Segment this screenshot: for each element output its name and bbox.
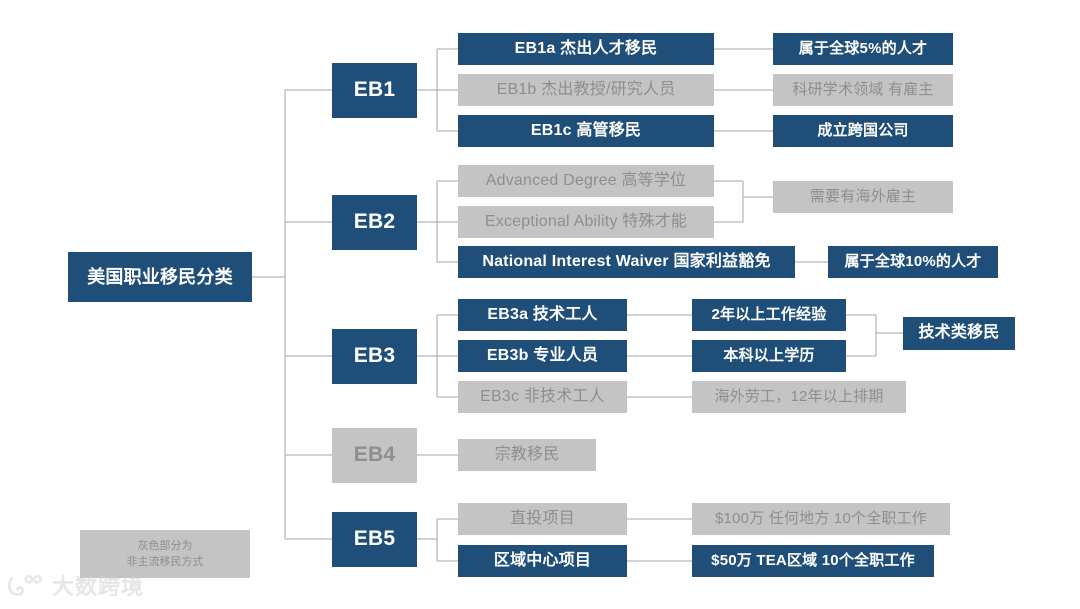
legend-note: 灰色部分为 非主流移民方式 xyxy=(80,530,250,578)
detail-node-eb1a[interactable]: 属于全球5%的人才 xyxy=(773,33,953,65)
child-node-eb5-regional-center[interactable]: 区域中心项目 xyxy=(458,545,627,577)
branch-node-eb2[interactable]: EB2 xyxy=(332,195,417,250)
watermark: 大数跨境 xyxy=(8,569,144,601)
logo-mark-icon xyxy=(8,574,42,596)
child-node-eb1c[interactable]: EB1c 高管移民 xyxy=(458,115,714,147)
child-node-eb3a[interactable]: EB3a 技术工人 xyxy=(458,299,627,331)
branch-node-eb3[interactable]: EB3 xyxy=(332,329,417,384)
child-node-eb2-niw[interactable]: National Interest Waiver 国家利益豁免 xyxy=(458,246,795,278)
branch-node-eb5[interactable]: EB5 xyxy=(332,512,417,567)
watermark-text: 大数跨境 xyxy=(52,574,145,599)
detail-node-eb5-regional-center[interactable]: $50万 TEA区域 10个全职工作 xyxy=(692,545,934,577)
legend-line-2: 非主流移民方式 xyxy=(126,556,204,568)
detail-node-eb3-merged[interactable]: 技术类移民 xyxy=(903,317,1015,350)
child-node-eb2-exceptional-ability[interactable]: Exceptional Ability 特殊才能 xyxy=(458,206,714,238)
root-node[interactable]: 美国职业移民分类 xyxy=(68,252,252,302)
detail-node-eb3b[interactable]: 本科以上学历 xyxy=(692,340,846,372)
child-node-eb2-advanced-degree[interactable]: Advanced Degree 高等学位 xyxy=(458,165,714,197)
child-node-eb5-direct[interactable]: 直投项目 xyxy=(458,503,627,535)
detail-node-eb2-shared[interactable]: 需要有海外雇主 xyxy=(773,181,953,213)
child-node-eb1b[interactable]: EB1b 杰出教授/研究人员 xyxy=(458,74,714,106)
branch-node-eb4[interactable]: EB4 xyxy=(332,428,417,483)
child-node-eb4-religious[interactable]: 宗教移民 xyxy=(458,439,596,471)
branch-node-eb1[interactable]: EB1 xyxy=(332,63,417,118)
detail-node-eb3c[interactable]: 海外劳工，12年以上排期 xyxy=(692,381,906,413)
child-node-eb3b[interactable]: EB3b 专业人员 xyxy=(458,340,627,372)
detail-node-eb5-direct[interactable]: $100万 任何地方 10个全职工作 xyxy=(692,503,950,535)
detail-node-eb1b[interactable]: 科研学术领域 有雇主 xyxy=(773,74,953,106)
legend-line-1: 灰色部分为 xyxy=(137,539,193,552)
detail-node-eb3a[interactable]: 2年以上工作经验 xyxy=(692,299,846,331)
detail-node-eb1c[interactable]: 成立跨国公司 xyxy=(773,115,953,147)
detail-node-eb2-niw[interactable]: 属于全球10%的人才 xyxy=(828,246,998,278)
child-node-eb3c[interactable]: EB3c 非技术工人 xyxy=(458,381,627,413)
child-node-eb1a[interactable]: EB1a 杰出人才移民 xyxy=(458,33,714,65)
